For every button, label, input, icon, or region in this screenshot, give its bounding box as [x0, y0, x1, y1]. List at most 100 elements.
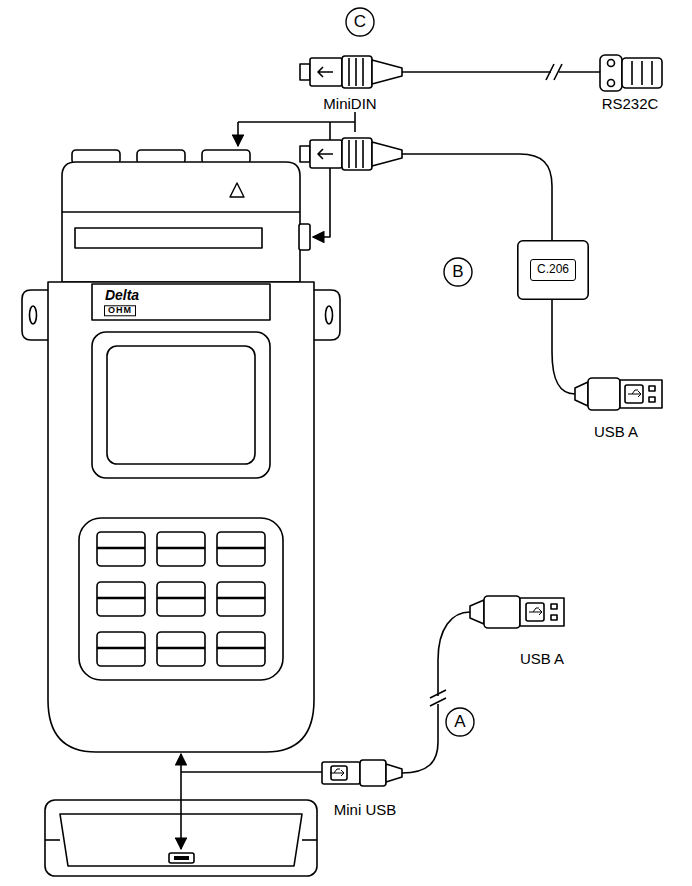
minidin-rs232-cable: [349, 58, 363, 86]
usb-cable: [386, 764, 402, 782]
minidin-rs232-cable: [608, 60, 615, 67]
usb-cable: [402, 704, 438, 773]
connector-name: MiniDIN: [323, 95, 376, 112]
converter-label: C.206: [530, 259, 576, 280]
keypad: [97, 632, 145, 666]
minidin-rs232-cable: [559, 71, 600, 73]
usb-cable: [520, 598, 564, 626]
usb-cable: [322, 762, 360, 784]
minidin-usb-converter-cable: [300, 138, 662, 410]
keypad: [157, 547, 205, 550]
instrument-body: [107, 346, 255, 464]
instrument-bottom-view: [169, 853, 194, 863]
strap-ear: [30, 306, 37, 324]
minidin-rs232-cable: [608, 80, 615, 87]
connection-pointer: [181, 112, 355, 849]
instrument-body: [92, 284, 270, 320]
connection-pointer: [238, 121, 355, 123]
brand-logo: Delta: [105, 288, 139, 303]
keypad: [97, 647, 145, 650]
usb-cable: [551, 604, 557, 609]
keypad: [217, 582, 265, 616]
minidin-usb-converter-cable: [402, 154, 552, 240]
connection-pointer: [180, 754, 182, 849]
minidin-rs232-cable: [300, 64, 310, 80]
strap-ear: [326, 306, 333, 324]
keypad: [157, 647, 205, 650]
minidin-usb-converter-cable: [649, 397, 655, 402]
instrument-top-cap: [62, 211, 300, 213]
keypad: [217, 632, 265, 666]
connector-name: USB A: [520, 650, 564, 667]
callout-circle: B: [443, 257, 473, 287]
usb-cable: [484, 596, 520, 628]
converter-outline: [518, 241, 588, 299]
callout-letter: B: [452, 263, 463, 282]
callout-outline: [346, 8, 374, 36]
minidin-rs232-cable: [546, 64, 562, 80]
strap-ear: [314, 290, 340, 340]
connector-name: Mini USB: [334, 801, 397, 818]
minidin-rs232-cable: [632, 61, 652, 85]
minidin-usb-converter-cable: [310, 140, 342, 168]
keypad: [217, 647, 265, 650]
usb-icon: [529, 608, 542, 615]
callout-circle: C: [345, 7, 375, 37]
minidin-usb-converter-cable: [649, 386, 655, 391]
connection-pointer: [237, 122, 239, 146]
keypad: [217, 532, 265, 566]
instrument-top-cap: [75, 228, 262, 248]
instrument-top-cap: [299, 224, 310, 250]
usb-cable: [331, 766, 347, 780]
instrument-bottom-view: [174, 856, 189, 860]
keypad: [157, 632, 205, 666]
minidin-usb-converter-cable: [620, 380, 662, 408]
callout-letter: A: [454, 713, 465, 732]
usb-cable: [551, 615, 557, 620]
minidin-usb-converter-cable: [342, 138, 372, 170]
keypad: [97, 548, 265, 648]
instrument-bottom-view: [302, 839, 317, 841]
connector-name: USB A: [594, 423, 638, 440]
keypad: [97, 582, 145, 616]
minidin-rs232-cable: [600, 55, 622, 91]
minidin-usb-converter-cable: [588, 378, 620, 410]
callout-outline: [446, 708, 474, 736]
minidin-usb-converter-cable: [625, 385, 643, 403]
connection-pointer: [181, 771, 322, 773]
keypad: [97, 597, 145, 600]
instrument-top-cap: [230, 183, 244, 197]
usb-cable: [360, 760, 386, 786]
instrument-body: [48, 282, 314, 752]
callout-circle: A: [445, 707, 475, 737]
usb-icon: [628, 390, 641, 397]
minidin-usb-converter-cable: [300, 146, 310, 162]
usb-cable: [438, 612, 470, 696]
callout-letter: C: [354, 13, 366, 32]
minidin-usb-converter-cable: [552, 300, 575, 394]
minidin-rs232-cable: [310, 58, 342, 86]
keypad: [157, 582, 205, 616]
instrument-body: [48, 282, 314, 752]
keypad: [97, 547, 145, 550]
usb-cable: [470, 600, 484, 624]
instrument-top-cap: [62, 162, 310, 282]
usb-cable: [430, 690, 446, 706]
instrument-bottom-view: [45, 839, 60, 841]
minidin-rs232-cable: [318, 67, 333, 77]
instrument-body: [92, 332, 270, 478]
keypad: [97, 532, 145, 566]
connector-name: RS232C: [602, 95, 659, 112]
minidin-usb-converter-cable: [372, 142, 402, 166]
keypad: [79, 518, 283, 680]
minidin-rs232-cable: [622, 58, 662, 88]
converter-box: C.206: [517, 240, 589, 300]
minidin-rs232-cable: [342, 56, 372, 88]
minidin-rs232-cable: [300, 55, 662, 91]
usb-icon: [330, 390, 641, 776]
brand-logo: OHM: [104, 305, 136, 316]
minidin-usb-converter-cable: [575, 382, 588, 406]
keypad: [217, 597, 265, 600]
